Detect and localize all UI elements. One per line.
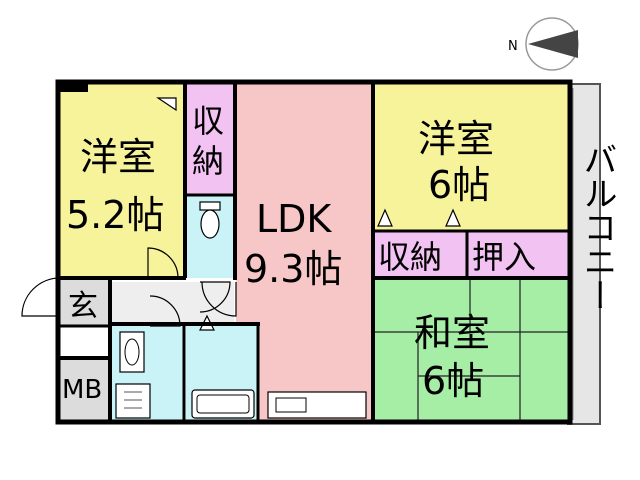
ldk-door <box>201 281 237 317</box>
western-left-size: 5.2帖 <box>66 193 164 237</box>
toilet-door <box>199 281 231 313</box>
ldk-name: LDK <box>256 197 332 241</box>
western-left-name: 洋室 <box>80 135 156 179</box>
pipe-shaft <box>58 82 88 92</box>
compass: N <box>508 17 579 71</box>
western-room-right <box>374 84 568 230</box>
entrance-door <box>21 277 61 317</box>
tatami-grid <box>374 280 568 420</box>
compass-north-label: N <box>508 39 518 54</box>
japanese-size: 6帖 <box>422 359 484 403</box>
western-right-name: 洋室 <box>418 117 494 161</box>
bathtub <box>191 389 255 419</box>
meter-box <box>60 360 110 420</box>
closet-label: 押入 <box>472 238 536 276</box>
kitchen-counter <box>267 391 367 419</box>
storage-mid <box>374 232 466 276</box>
balcony-label: バルコニー <box>577 142 617 312</box>
toilet-fixture <box>199 201 221 239</box>
western-room-left <box>60 84 184 278</box>
storage-left-door-mark <box>156 97 177 112</box>
compass-needle <box>528 30 578 58</box>
closet <box>468 232 568 276</box>
walls <box>55 79 573 425</box>
entrance <box>60 280 110 326</box>
western-right-size: 6帖 <box>428 163 490 207</box>
washer-pan <box>115 383 151 419</box>
western-right-door-mark-1 <box>377 208 393 227</box>
entrance-label: 玄 <box>68 289 98 324</box>
meter-box-label: MB <box>62 375 102 405</box>
japanese-name: 和室 <box>414 311 490 355</box>
hallway <box>112 282 234 322</box>
storage-left-line1: 収 <box>192 102 224 140</box>
storage-left <box>186 84 234 194</box>
western-right-door-mark-2 <box>445 208 461 227</box>
ldk-size: 9.3帖 <box>244 247 342 291</box>
storage-mid-label: 収納 <box>378 238 442 276</box>
storage-left-line2: 納 <box>192 142 224 180</box>
sink-fixture <box>119 331 145 373</box>
japanese-room <box>374 280 568 420</box>
western-left-door <box>147 247 179 279</box>
